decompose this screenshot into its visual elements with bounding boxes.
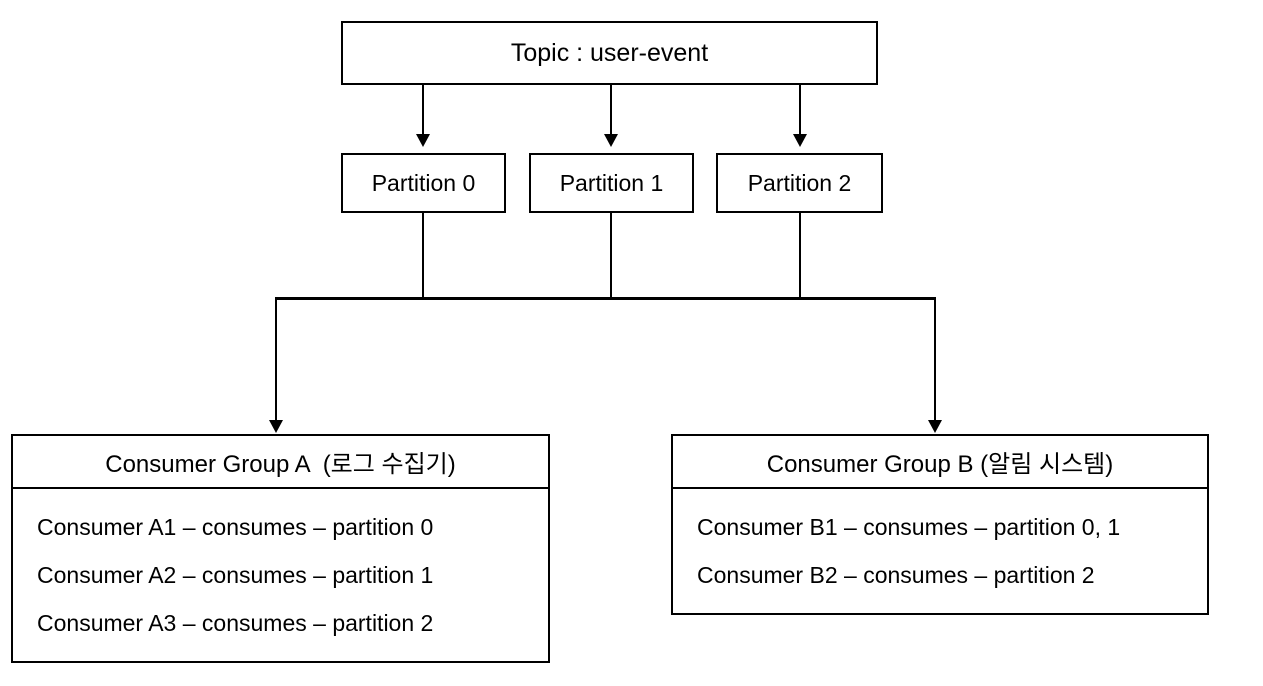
connector-partition-0-drop bbox=[422, 213, 424, 300]
list-item: Consumer B2 – consumes – partition 2 bbox=[697, 562, 1095, 588]
connector-partition-2-drop bbox=[799, 213, 801, 300]
consumer-group-b-list: Consumer B1 – consumes – partition 0, 1 … bbox=[673, 489, 1207, 613]
arrowhead-bus-to-group-b bbox=[928, 420, 942, 433]
arrowhead-topic-to-partition-1 bbox=[604, 134, 618, 147]
list-item: Consumer B1 – consumes – partition 0, 1 bbox=[697, 514, 1121, 540]
connector-topic-to-partition-1 bbox=[610, 85, 612, 134]
connector-topic-to-partition-0 bbox=[422, 85, 424, 134]
partition-box-1: Partition 1 bbox=[529, 153, 694, 213]
connector-bus-to-group-a bbox=[275, 297, 277, 420]
connector-topic-to-partition-2 bbox=[799, 85, 801, 134]
connector-bus-horizontal bbox=[275, 297, 936, 300]
partition-box-0: Partition 0 bbox=[341, 153, 506, 213]
list-item: Consumer A1 – consumes – partition 0 bbox=[37, 514, 434, 540]
list-item: Consumer A2 – consumes – partition 1 bbox=[37, 562, 434, 588]
partition-label-1: Partition 1 bbox=[559, 169, 664, 196]
consumer-group-b-header: Consumer Group B (알림 시스템) bbox=[673, 436, 1207, 489]
consumer-group-b-box: Consumer Group B (알림 시스템) Consumer B1 – … bbox=[671, 434, 1209, 615]
partition-box-2: Partition 2 bbox=[716, 153, 883, 213]
arrowhead-topic-to-partition-2 bbox=[793, 134, 807, 147]
consumer-group-a-list: Consumer A1 – consumes – partition 0 Con… bbox=[13, 489, 548, 661]
list-item: Consumer A3 – consumes – partition 2 bbox=[37, 610, 434, 636]
arrowhead-topic-to-partition-0 bbox=[416, 134, 430, 147]
connector-partition-1-drop bbox=[610, 213, 612, 300]
partition-label-2: Partition 2 bbox=[747, 169, 852, 196]
arrowhead-bus-to-group-a bbox=[269, 420, 283, 433]
partition-label-0: Partition 0 bbox=[371, 169, 476, 196]
connector-bus-to-group-b bbox=[934, 297, 936, 420]
topic-label: Topic : user-event bbox=[510, 38, 709, 67]
topic-box: Topic : user-event bbox=[341, 21, 878, 85]
consumer-group-a-box: Consumer Group A (로그 수집기) Consumer A1 – … bbox=[11, 434, 550, 663]
consumer-group-a-header: Consumer Group A (로그 수집기) bbox=[13, 436, 548, 489]
